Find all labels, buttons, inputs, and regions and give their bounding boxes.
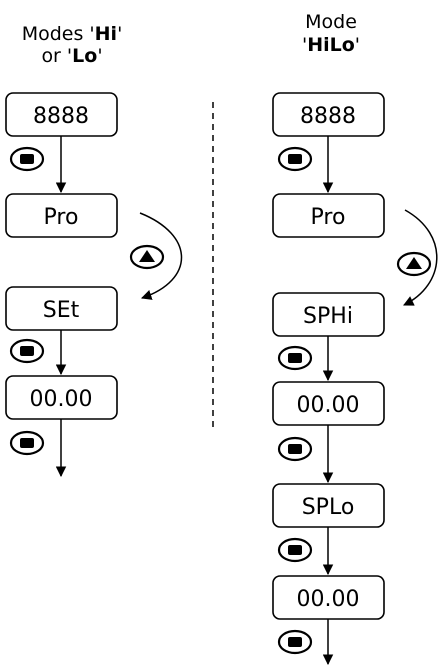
stop-square-icon	[288, 444, 302, 454]
left-button-4	[9, 430, 45, 456]
left-display-box-2	[5, 193, 118, 238]
left-flow: 8888 Pro SEt 00.00	[5, 92, 183, 478]
up-triangle-icon	[406, 257, 422, 269]
right-display-text-1: 8888	[300, 104, 356, 129]
right-button-3	[277, 345, 313, 371]
right-flow: 8888 Pro SPHi 00.00	[272, 92, 438, 666]
right-button-5	[277, 537, 313, 563]
stop-square-icon	[288, 637, 302, 647]
stop-square-icon	[288, 545, 302, 555]
left-curved-arrow	[139, 212, 183, 300]
right-display-text-3: SPHi	[303, 304, 353, 329]
right-button-1	[277, 146, 313, 172]
stop-square-icon	[288, 154, 302, 164]
right-button-6	[277, 629, 313, 655]
right-button-4	[277, 436, 313, 462]
left-title-line2: or 'Lo'	[41, 45, 102, 67]
left-button-1	[9, 146, 45, 172]
right-button-2	[396, 251, 432, 277]
left-display-text-1: 8888	[33, 104, 89, 129]
stop-square-icon	[20, 438, 34, 448]
right-display-text-6: 00.00	[297, 587, 360, 612]
left-display-text-2: Pro	[44, 205, 79, 230]
left-button-3	[9, 338, 45, 364]
stop-square-icon	[20, 154, 34, 164]
right-display-text-4: 00.00	[297, 393, 360, 418]
left-display-text-4: 00.00	[30, 387, 93, 412]
left-display-text-3: SEt	[43, 298, 80, 323]
right-display-text-5: SPLo	[302, 495, 355, 520]
right-title-line1: Mode	[305, 11, 357, 33]
stop-square-icon	[20, 346, 34, 356]
right-title-line2: 'HiLo'	[302, 34, 360, 56]
right-curved-arrow	[403, 209, 438, 306]
right-display-text-2: Pro	[311, 205, 346, 230]
left-title-line1: Modes 'Hi'	[22, 23, 123, 45]
left-button-2	[129, 244, 165, 270]
up-triangle-icon	[139, 250, 155, 262]
stop-square-icon	[288, 353, 302, 363]
right-display-box-2	[272, 193, 385, 238]
